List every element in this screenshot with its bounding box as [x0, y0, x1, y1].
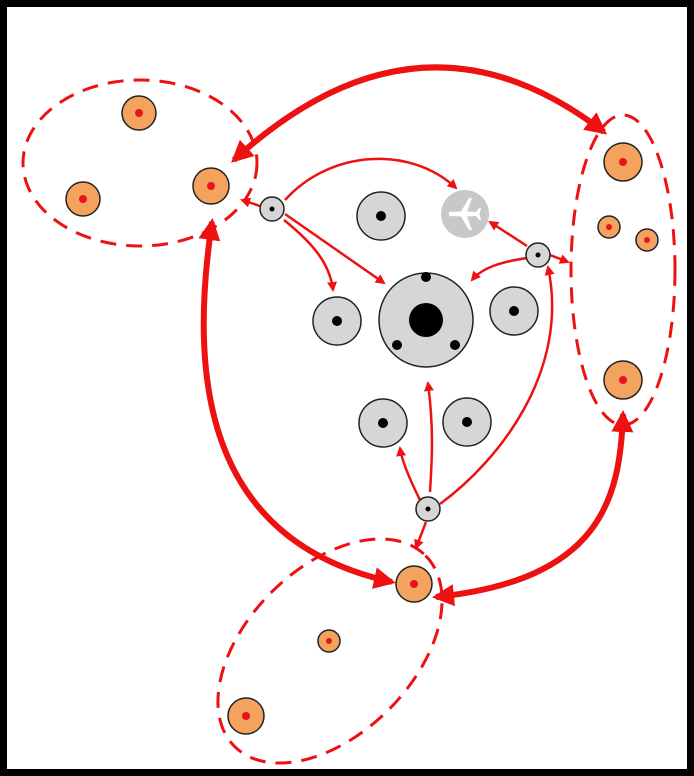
thick-arrow-left-bottom [198, 218, 396, 589]
cluster-bottom [216, 537, 444, 765]
relay-node-right [525, 242, 551, 268]
thin-arrow-relay-bottom-to-orange [414, 521, 428, 550]
orange-node-left-top [121, 95, 157, 131]
central-hub-node [378, 272, 474, 368]
thick-arrow-left-right [231, 64, 608, 163]
thick-arrow-bottom-right [432, 410, 634, 607]
cluster-left [21, 78, 259, 248]
thin-arrow-relay-bottom-to-relay-right [439, 265, 555, 506]
thin-arrow-relay-left-to-center [284, 212, 386, 285]
thin-arrow-relay-left-to-orange [240, 197, 261, 208]
thin-arrow-relay-right-to-orange [549, 253, 570, 264]
thin-arrow-relay-right-to-center [470, 256, 528, 282]
thin-arrow-relay-left-to-gray-left [283, 219, 338, 292]
thin-arrow-relay-bottom-to-gray-bottom-left [396, 446, 422, 501]
orange-node-bottom-top [395, 565, 433, 603]
orange-node-right-bottom [603, 360, 643, 400]
gray-node-bottom-left [358, 398, 408, 448]
gray-node-top [356, 191, 406, 241]
orange-node-right-small-2 [635, 228, 659, 252]
thin-arrow-relay-bottom-to-center [424, 381, 434, 493]
gray-node-left [312, 296, 362, 346]
gray-node-bottom-right [442, 397, 492, 447]
orange-node-right-top [603, 142, 643, 182]
airplane-icon [441, 190, 489, 238]
orange-node-bottom-small [317, 629, 341, 653]
thin-arrow-relay-left-to-airplane [284, 157, 458, 201]
orange-node-left-east [192, 167, 230, 205]
relay-node-left [259, 196, 285, 222]
gray-node-right [489, 286, 539, 336]
orange-node-right-small-1 [597, 215, 621, 239]
orange-node-bottom-bottom [227, 697, 265, 735]
orange-node-left-west [65, 181, 101, 217]
thin-arrow-relay-right-to-airplane [488, 220, 528, 248]
relay-node-bottom [415, 496, 441, 522]
cluster-right [569, 113, 677, 427]
